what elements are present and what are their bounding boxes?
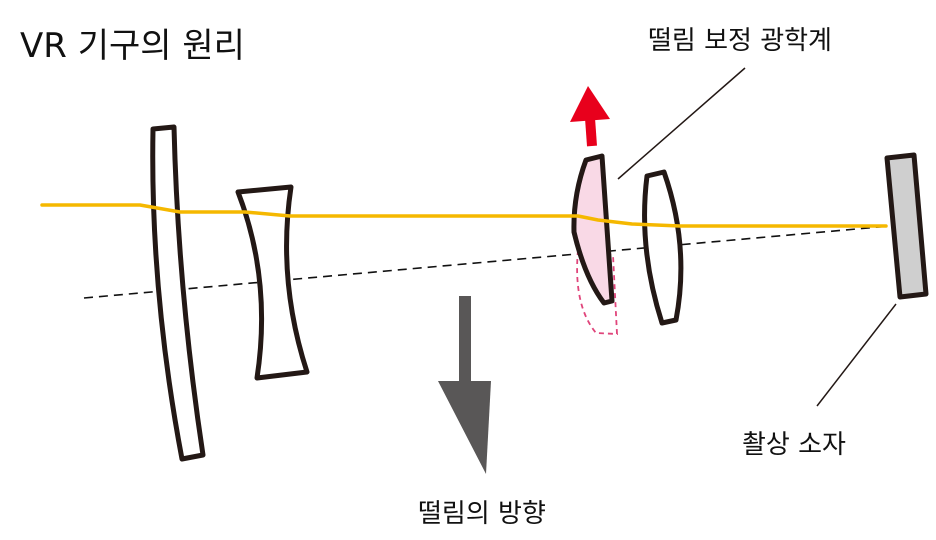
label-image-sensor: 촬상 소자 <box>742 430 846 460</box>
label-shake-direction: 떨림의 방향 <box>418 499 546 529</box>
lens-1 <box>150 124 206 462</box>
light-ray <box>40 203 888 228</box>
image-sensor <box>884 152 929 300</box>
diagram-title: VR 기구의 원리 <box>20 26 245 66</box>
vr-lens <box>571 153 615 306</box>
arrow-down-icon <box>438 296 491 474</box>
arrow-up-icon <box>570 86 610 147</box>
lens-4 <box>642 169 684 326</box>
label-vr-group: 떨림 보정 광학계 <box>648 26 832 56</box>
lens-2 <box>235 184 310 381</box>
leader-line-sensor <box>816 303 897 407</box>
tilted-optical-axis <box>83 225 891 299</box>
leader-line-vr-group <box>617 67 746 180</box>
